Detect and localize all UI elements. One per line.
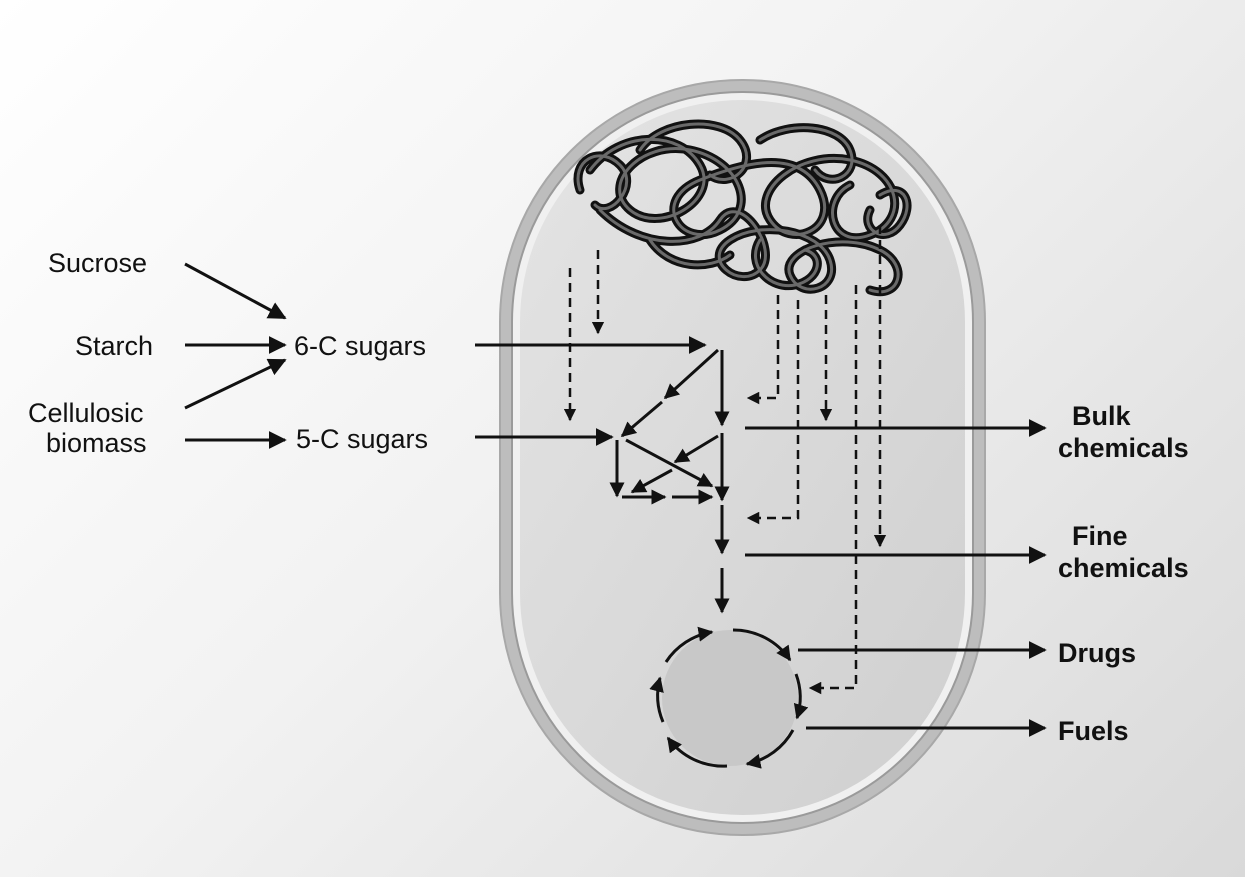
input-cellulosic-label-line1: Cellulosic xyxy=(28,398,144,428)
cycle-disc xyxy=(662,630,798,766)
input-starch-label: Starch xyxy=(75,331,153,361)
output-bulk-label-line1: Bulk xyxy=(1072,401,1131,431)
arrow-cellulosic-to-6c xyxy=(185,360,285,408)
output-fuels-label: Fuels xyxy=(1058,716,1129,746)
output-fine-label-line1: Fine xyxy=(1072,521,1128,551)
input-sucrose-label: Sucrose xyxy=(48,248,147,278)
output-bulk-label-line2: chemicals xyxy=(1058,433,1189,463)
arrow-sucrose xyxy=(185,264,285,318)
six-c-sugars-label: 6-C sugars xyxy=(294,331,426,361)
output-fine-label-line2: chemicals xyxy=(1058,553,1189,583)
input-arrows xyxy=(185,264,285,440)
five-c-sugars-label: 5-C sugars xyxy=(296,424,428,454)
output-drugs-label: Drugs xyxy=(1058,638,1136,668)
input-cellulosic-label-line2: biomass xyxy=(46,428,147,458)
